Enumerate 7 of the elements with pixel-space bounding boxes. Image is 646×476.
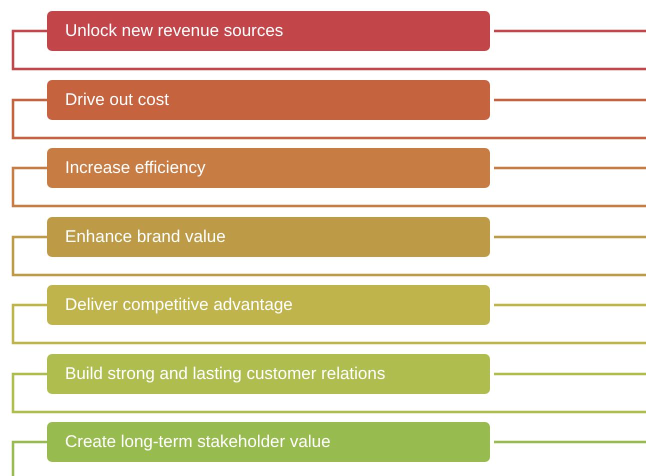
item-bar: Enhance brand value	[47, 217, 490, 257]
item-bar: Increase efficiency	[47, 148, 490, 188]
item-bar: Unlock new revenue sources	[47, 11, 490, 51]
item-bar: Deliver competitive advantage	[47, 285, 490, 325]
item-bar: Drive out cost	[47, 80, 490, 120]
item-bar: Create long-term stakeholder value	[47, 422, 490, 462]
item-bar: Build strong and lasting customer relations	[47, 354, 490, 394]
